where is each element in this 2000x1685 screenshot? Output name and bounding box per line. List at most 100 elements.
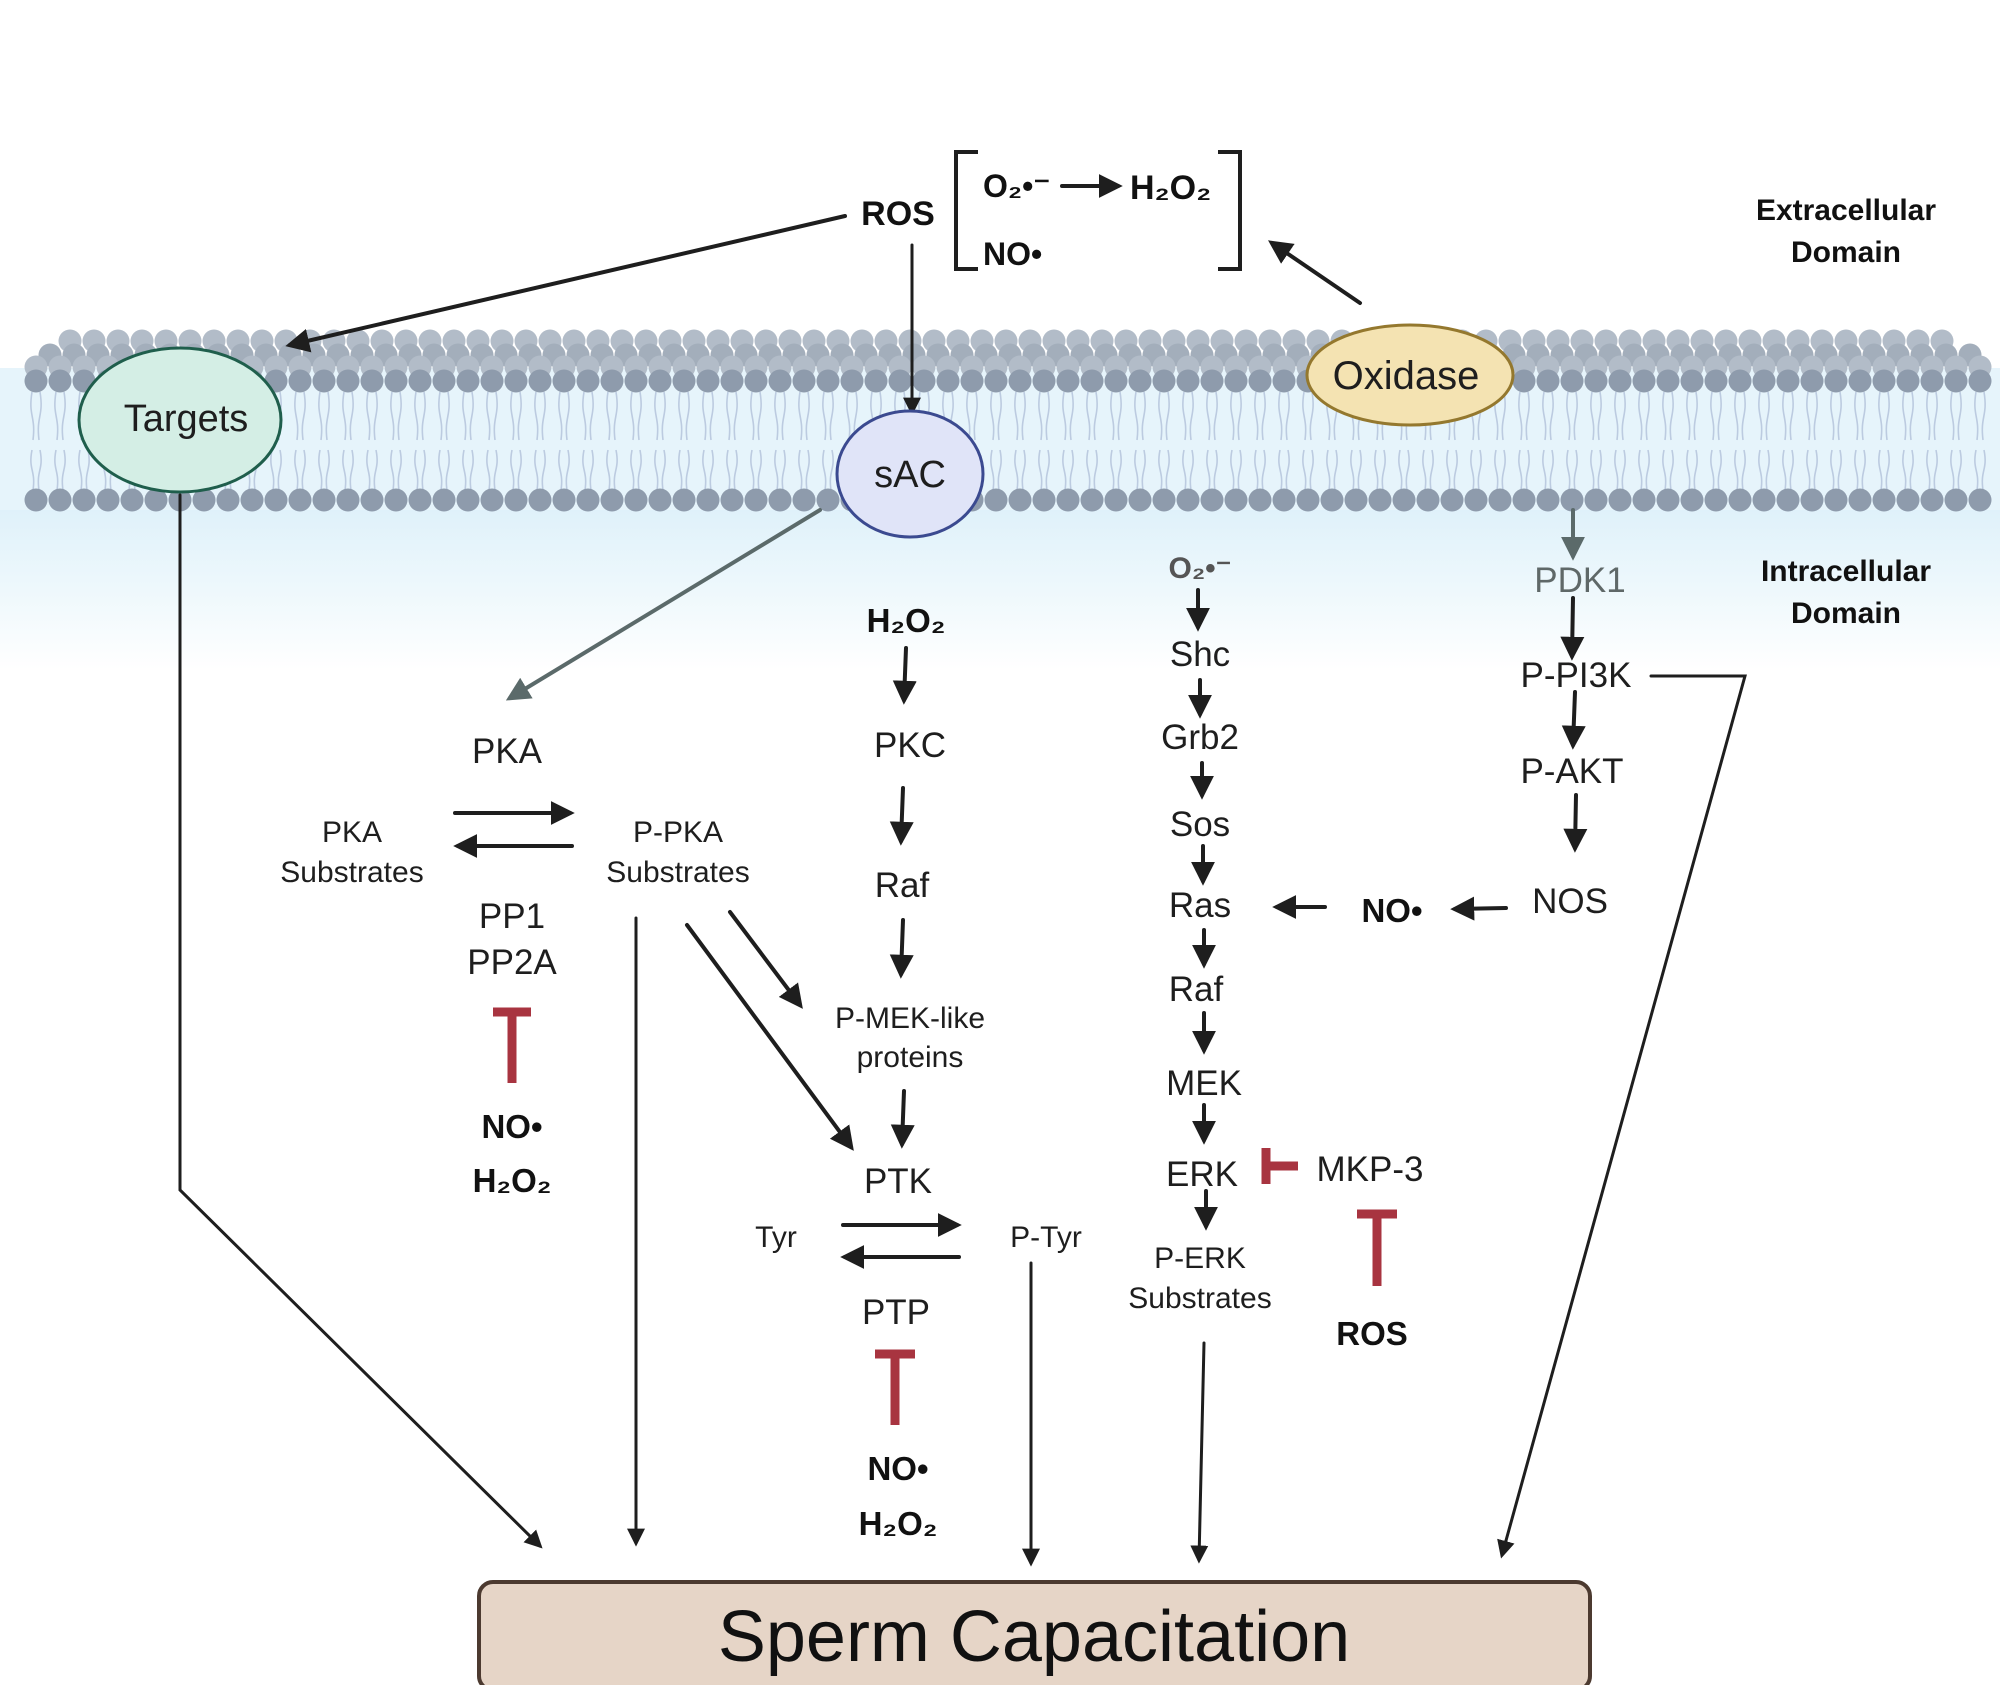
- lipid-head: [1584, 488, 1608, 512]
- lipid-head: [1968, 488, 1992, 512]
- lipid-head: [1560, 488, 1584, 512]
- lipid-head: [360, 488, 384, 512]
- lipid-tail: [582, 391, 594, 441]
- arrow-nos-to-no: [1450, 896, 1508, 921]
- lipid-tail: [78, 449, 90, 491]
- lipid-tail: [1974, 391, 1986, 441]
- pka-substrates-line2: Substrates: [280, 856, 423, 889]
- lipid-head: [1752, 488, 1776, 512]
- lipid-tail: [1638, 391, 1650, 441]
- lipid-tail: [1326, 449, 1338, 491]
- lipid-tail: [1566, 449, 1578, 491]
- lipid-tail: [1854, 391, 1866, 441]
- pka-inhibitor-no: NO•: [481, 1108, 542, 1145]
- lipid-head: [768, 488, 792, 512]
- lipid-head: [624, 369, 648, 393]
- lipid-tail: [342, 391, 354, 441]
- lipid-tail: [1278, 391, 1290, 441]
- lipid-tail: [1158, 391, 1170, 441]
- lipid-head: [1848, 488, 1872, 512]
- lipid-tail: [486, 391, 498, 441]
- nos-label: NOS: [1532, 882, 1608, 921]
- lipid-head: [1056, 488, 1080, 512]
- lipid-head: [792, 488, 816, 512]
- intracellular-domain-label-line1: Intracellular: [1761, 555, 1931, 588]
- lipid-heads: [24, 329, 1992, 512]
- lipid-tail: [1422, 449, 1434, 491]
- lipid-head: [408, 369, 432, 393]
- lipid-tail: [726, 449, 738, 491]
- lipid-head: [936, 369, 960, 393]
- lipid-head: [1152, 369, 1176, 393]
- lipid-tail: [1782, 391, 1794, 441]
- lipid-head: [528, 369, 552, 393]
- lipid-head: [864, 369, 888, 393]
- pkc-h2o2-label: H₂O₂: [867, 602, 946, 639]
- sac-ellipse: [835, 409, 985, 539]
- lipid-tail: [462, 391, 474, 441]
- ras-activator-no: NO•: [1361, 892, 1422, 929]
- ptp-inhibitor-no: NO•: [867, 1450, 928, 1487]
- lipid-tail: [1710, 391, 1722, 441]
- lipid-head: [288, 369, 312, 393]
- lipid-tail: [1782, 449, 1794, 491]
- oxidase-protein: Oxidase: [1305, 323, 1515, 427]
- lipid-tail: [366, 449, 378, 491]
- lipid-head: [408, 488, 432, 512]
- lipid-tail: [1806, 449, 1818, 491]
- oxidase-label: Oxidase: [1333, 354, 1480, 398]
- lipid-tail: [1662, 391, 1674, 441]
- lipid-tail: [534, 449, 546, 491]
- lipid-head: [648, 488, 672, 512]
- lipid-head: [624, 488, 648, 512]
- lipid-head: [1632, 488, 1656, 512]
- lipid-tail: [342, 449, 354, 491]
- lipid-head: [1536, 369, 1560, 393]
- lipid-tail: [1038, 391, 1050, 441]
- lipid-head: [720, 369, 744, 393]
- lipid-head: [1176, 488, 1200, 512]
- lipid-tail: [1638, 449, 1650, 491]
- lipid-head: [1536, 488, 1560, 512]
- lipid-head: [1344, 488, 1368, 512]
- lipid-head: [696, 488, 720, 512]
- lipid-head: [48, 369, 72, 393]
- lipid-tail: [678, 391, 690, 441]
- lipid-head: [576, 488, 600, 512]
- lipid-head: [1200, 369, 1224, 393]
- lipid-head: [456, 488, 480, 512]
- lipid-head: [1104, 369, 1128, 393]
- lipid-tail: [1902, 391, 1914, 441]
- lipid-head: [816, 488, 840, 512]
- lipid-head: [1560, 369, 1584, 393]
- lipid-head: [672, 369, 696, 393]
- lipid-head: [576, 369, 600, 393]
- lipid-head: [312, 369, 336, 393]
- lipid-tail: [294, 449, 306, 491]
- sperm-capacitation-box: Sperm Capacitation: [477, 1580, 1592, 1685]
- arrow-ppka-to-ptk: [685, 923, 854, 1151]
- lipid-head: [1728, 488, 1752, 512]
- lipid-head: [1176, 369, 1200, 393]
- lipid-head: [1896, 488, 1920, 512]
- lipid-head: [1296, 488, 1320, 512]
- ros-nitric-oxide: NO•: [983, 236, 1042, 272]
- arrow-raf-to-pmek: [889, 918, 914, 979]
- lipid-head: [1656, 369, 1680, 393]
- ptp-inhibitor-h2o2: H₂O₂: [859, 1505, 938, 1542]
- lipid-head: [432, 369, 456, 393]
- erk-branch: O₂•⁻ Shc Grb2 Sos Ras Raf MEK ERK P-ERK …: [1128, 552, 1423, 1352]
- lipid-head: [1008, 369, 1032, 393]
- lipid-head: [648, 369, 672, 393]
- lipid-head: [336, 488, 360, 512]
- p-mek-like-line1: P-MEK-like: [835, 1002, 985, 1035]
- lipid-tail: [1182, 391, 1194, 441]
- lipid-head: [192, 488, 216, 512]
- lipid-head: [1656, 488, 1680, 512]
- lipid-tail: [30, 449, 42, 491]
- erk-label: ERK: [1166, 1155, 1238, 1194]
- lipid-head: [1032, 488, 1056, 512]
- lipid-head: [792, 369, 816, 393]
- p-erk-substrates-line1: P-ERK: [1154, 1242, 1246, 1275]
